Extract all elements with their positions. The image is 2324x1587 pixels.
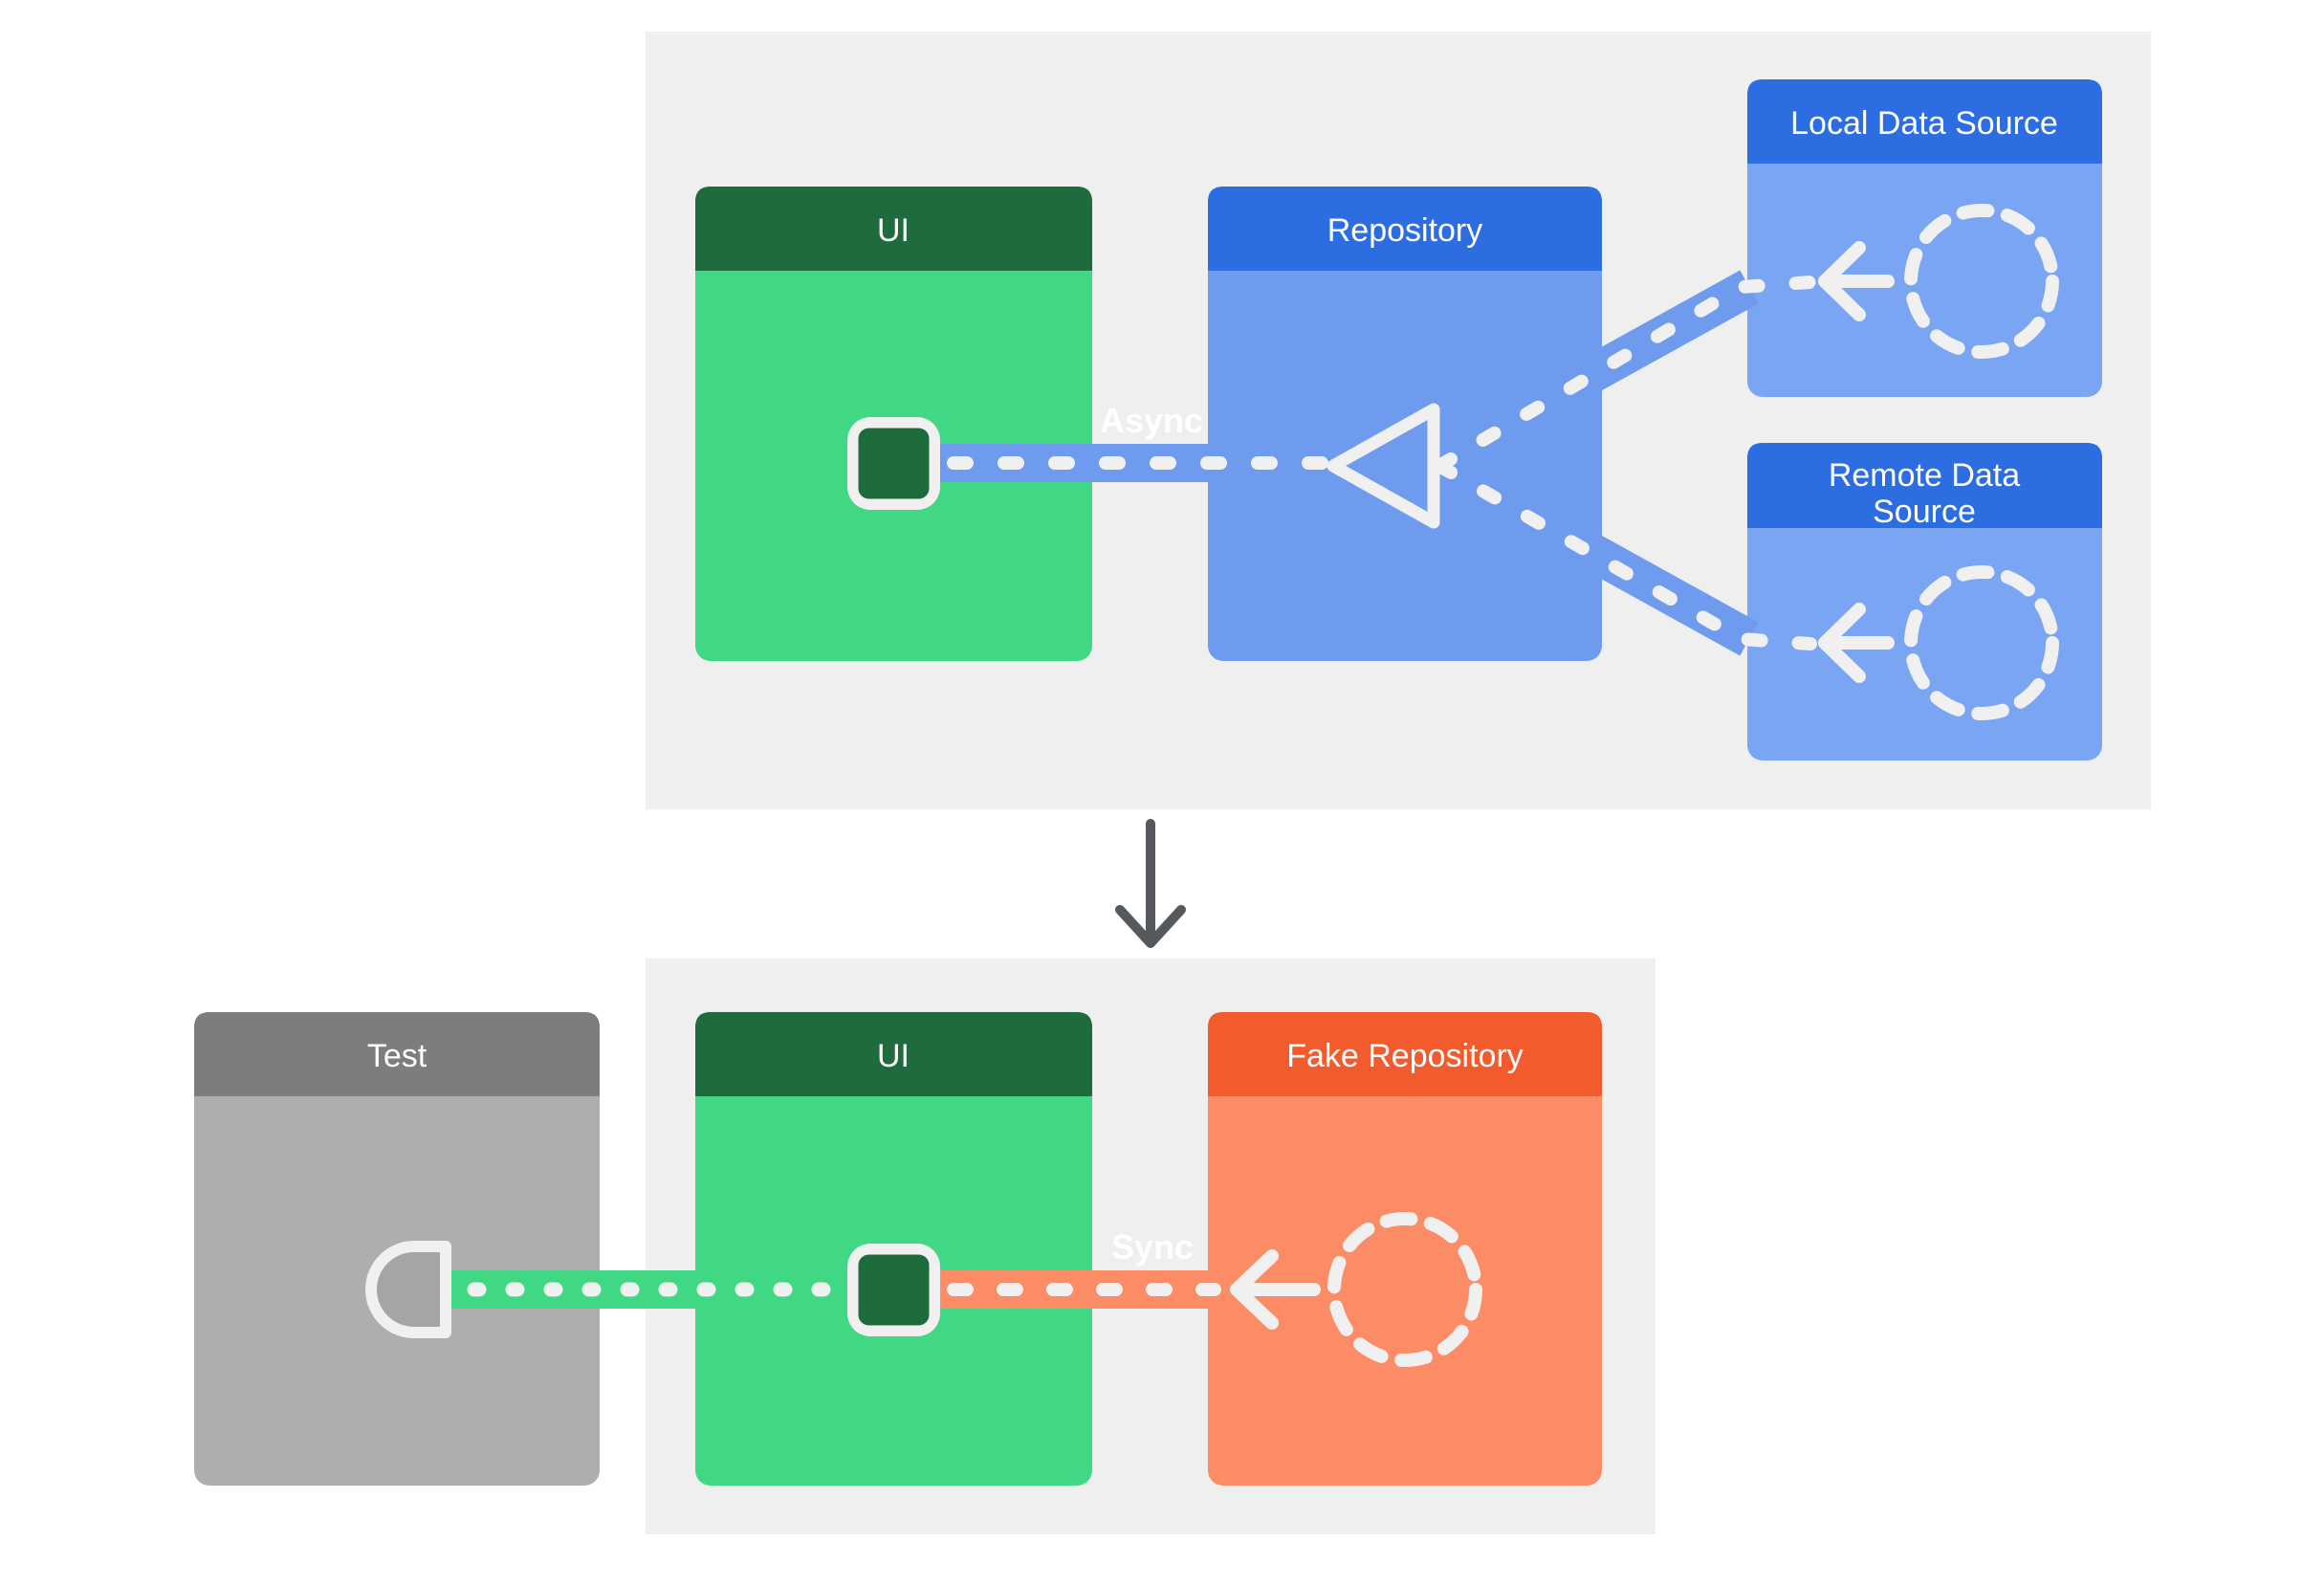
fake-repository-box: Fake Repository	[1208, 1012, 1602, 1486]
local-dashed-line	[1433, 276, 1817, 473]
remote-dashed-circle-icon	[1904, 565, 2059, 720]
fake-repository-arrow-left-icon	[1230, 1249, 1321, 1330]
local-arrow-left-icon	[1818, 241, 1895, 321]
remote-dashed-line	[1433, 459, 1817, 650]
fake-repository-dashed-circle-icon	[1327, 1212, 1482, 1367]
test-box-header	[194, 1012, 600, 1096]
remote-data-source-title-line2: Source	[1873, 494, 1976, 530]
local-dashed-circle-icon	[1904, 204, 2059, 359]
triangle-observer-icon	[1326, 403, 1440, 529]
test-ui-state-square-icon	[847, 1244, 940, 1336]
down-arrow-icon	[1115, 819, 1186, 948]
test-observer-socket-icon	[365, 1241, 451, 1338]
repository-box-title: Repository	[1327, 212, 1483, 249]
sync-label: Sync	[1111, 1227, 1194, 1267]
remote-data-source-header	[1747, 443, 2102, 528]
local-data-source-title: Local Data Source	[1790, 105, 2058, 142]
remote-arrow-left-icon	[1818, 603, 1895, 683]
remote-data-source-title-line1: Remote Data	[1829, 457, 2020, 494]
ui-box-header	[695, 187, 1092, 271]
local-data-source-header	[1747, 79, 2102, 164]
test-ui-box-header	[695, 1012, 1092, 1096]
fake-repository-body	[1208, 1012, 1602, 1486]
ui-box-title: UI	[877, 212, 910, 249]
ui-state-square-icon	[847, 417, 940, 510]
test-box-title: Test	[367, 1038, 428, 1074]
fake-repository-title: Fake Repository	[1286, 1038, 1524, 1074]
repository-box-header	[1208, 187, 1602, 271]
fake-repository-header	[1208, 1012, 1602, 1096]
test-ui-box-title: UI	[877, 1038, 910, 1074]
async-label: Async	[1100, 401, 1203, 440]
